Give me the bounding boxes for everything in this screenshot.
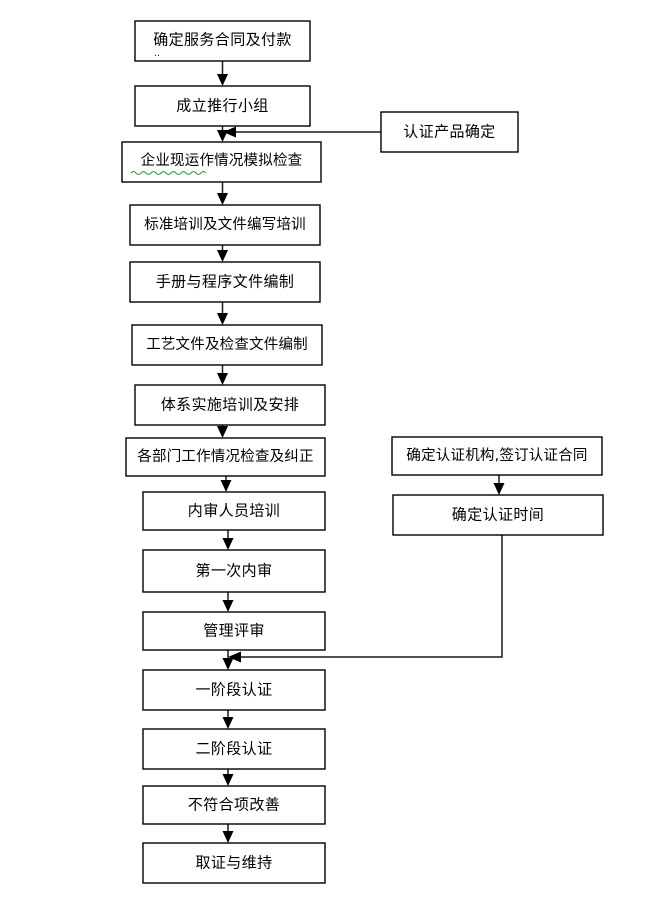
node-manual-and-procedure-docs[interactable]: 手册与程序文件编制 bbox=[129, 261, 321, 303]
node-label: 确定认证机构,签订认证合同 bbox=[406, 447, 587, 464]
node-label: 手册与程序文件编制 bbox=[156, 273, 295, 291]
node-first-internal-audit[interactable]: 第一次内审 bbox=[142, 549, 326, 593]
node-label: 成立推行小组 bbox=[176, 97, 268, 115]
node-label: 工艺文件及检查文件编制 bbox=[146, 336, 308, 353]
node-label: 第一次内审 bbox=[195, 562, 272, 580]
node-label: 各部门工作情况检查及纠正 bbox=[137, 448, 313, 465]
node-establish-implementation-team[interactable]: 成立推行小组 bbox=[134, 85, 311, 127]
connector-n1-n2 bbox=[217, 61, 228, 86]
connector-n7-n8 bbox=[217, 425, 228, 438]
node-stage-one-certification[interactable]: 一阶段认证 bbox=[142, 669, 326, 711]
node-department-work-check-correction[interactable]: 各部门工作情况检查及纠正 bbox=[125, 437, 326, 477]
node-label: 体系实施培训及安排 bbox=[161, 396, 300, 414]
connector-n10-n11 bbox=[222, 592, 234, 612]
connector-n4-n5 bbox=[217, 245, 228, 262]
connector-n2-n3 bbox=[217, 126, 228, 142]
node-process-and-inspection-docs[interactable]: 工艺文件及检查文件编制 bbox=[131, 324, 323, 366]
node-label: 内审人员培训 bbox=[188, 502, 280, 520]
node-nonconformity-improvement[interactable]: 不符合项改善 bbox=[142, 785, 326, 825]
connector-n13-n14 bbox=[222, 769, 234, 786]
stray-dot-mark: .. bbox=[154, 49, 160, 59]
connector-n9-n10 bbox=[222, 530, 234, 550]
node-label: 不符合项改善 bbox=[188, 796, 280, 814]
node-label: 认证产品确定 bbox=[403, 123, 495, 141]
connector-r1-n3 bbox=[223, 126, 381, 138]
node-layer: 确定服务合同及付款 .. 成立推行小组 企业现运作情况模拟检查 标准培训及文件编… bbox=[121, 20, 604, 884]
node-obtain-and-maintain-certificate[interactable]: 取证与维持 bbox=[142, 842, 326, 884]
connector-n5-n6 bbox=[217, 302, 228, 325]
connector-n3-n4 bbox=[217, 182, 228, 205]
node-label: 企业现运作情况模拟检查 bbox=[141, 151, 303, 169]
node-label: 二阶段认证 bbox=[195, 740, 272, 758]
connector-n6-n7 bbox=[217, 365, 228, 385]
spellcheck-underline bbox=[130, 170, 207, 176]
node-standard-and-doc-writing-training[interactable]: 标准培训及文件编写培训 bbox=[129, 204, 321, 246]
node-determine-certification-date[interactable]: 确定认证时间 bbox=[392, 494, 604, 536]
node-label: 一阶段认证 bbox=[195, 681, 272, 699]
node-system-implementation-training[interactable]: 体系实施培训及安排 bbox=[134, 384, 326, 426]
node-label: 取证与维持 bbox=[195, 854, 272, 872]
connector-r2-r3 bbox=[493, 475, 505, 495]
node-label: 管理评审 bbox=[203, 622, 265, 640]
node-internal-auditor-training[interactable]: 内审人员培训 bbox=[142, 491, 326, 531]
node-label: 确定认证时间 bbox=[452, 506, 544, 524]
connector-n8-n9 bbox=[220, 476, 232, 492]
connector-n14-n15 bbox=[222, 824, 234, 843]
node-label: 标准培训及文件编写培训 bbox=[144, 216, 306, 233]
connector-n11-n12 bbox=[222, 650, 234, 670]
node-select-cert-body-sign-contract[interactable]: 确定认证机构,签订认证合同 bbox=[391, 436, 603, 476]
node-confirm-service-contract-payment[interactable]: 确定服务合同及付款 .. bbox=[134, 20, 311, 62]
connector-layer bbox=[217, 61, 505, 843]
node-management-review[interactable]: 管理评审 bbox=[142, 611, 326, 651]
node-stage-two-certification[interactable]: 二阶段认证 bbox=[142, 728, 326, 770]
node-simulate-current-operation-check[interactable]: 企业现运作情况模拟检查 bbox=[121, 141, 322, 183]
connector-n12-n13 bbox=[222, 710, 234, 729]
node-certified-product-determination[interactable]: 认证产品确定 bbox=[380, 111, 519, 153]
node-label: 确定服务合同及付款 bbox=[153, 31, 292, 49]
connector-r3-n12 bbox=[228, 535, 503, 663]
